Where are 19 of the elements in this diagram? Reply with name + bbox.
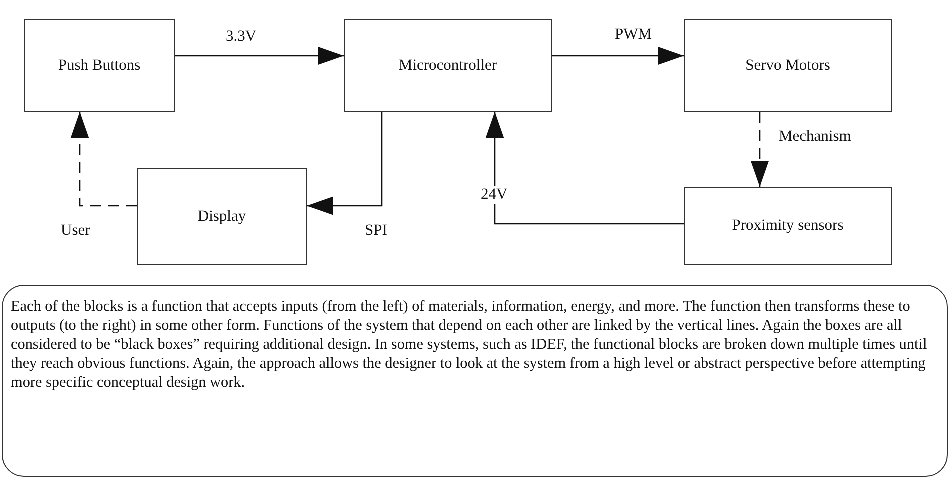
block-box — [684, 187, 892, 265]
text-panel — [2, 285, 948, 477]
block-box — [24, 19, 175, 112]
block-label: Servo Motors — [746, 56, 830, 74]
block-label: Display — [198, 208, 246, 226]
arrow — [70, 112, 137, 207]
edge-label: 24V — [481, 186, 508, 204]
arrow — [486, 112, 684, 225]
block-box — [344, 19, 552, 112]
block-box — [684, 19, 892, 112]
block-box — [137, 168, 307, 265]
arrow — [175, 46, 344, 66]
block-label: Microcontroller — [398, 56, 498, 74]
block-label: Proximity sensors — [732, 217, 844, 235]
arrow — [552, 46, 684, 66]
arrow — [307, 112, 383, 216]
description-paragraph: Each of the blocks is a function that accepts inputs (from the left) of materials, information, energy, and more. The function then transforms these to outputs (to the right) in some other form. Functions of the system that depend on each other are linked by the vertical lines. Again the boxes are all considered to be “black boxes” requiring additional design. In some systems, such as IDEF, the functional blocks are broken down multiple times until they reach obvious functions. Again, the approach allows the designer to look at the system from a high level or abstract perspective before attempting more specific conceptual design work. — [11, 297, 928, 392]
arrow — [750, 112, 770, 187]
block-label: Push Buttons — [58, 56, 141, 74]
